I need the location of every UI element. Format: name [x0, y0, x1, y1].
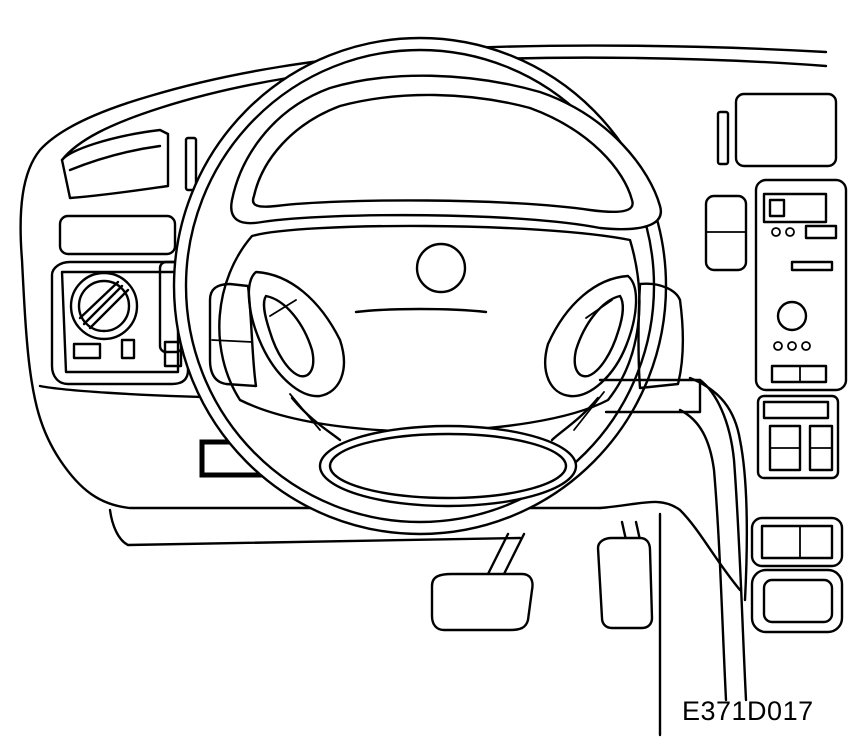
right-switch: [704, 194, 748, 272]
light-switch-knob-icon: [69, 271, 139, 341]
dashboard-body: [19, 44, 828, 602]
climate-control-unit: [756, 394, 840, 480]
audio-unit: [754, 178, 848, 392]
figure-code-label: E371D017: [682, 696, 814, 726]
combination-switch-left: [208, 282, 258, 388]
leader-lines: [658, 378, 748, 737]
left-small-switches: [72, 260, 184, 368]
accelerator-pedal-icon: [596, 520, 654, 630]
brake-pedal-icon: [430, 532, 534, 632]
center-vent: [716, 92, 838, 168]
combination-switch-right: [598, 282, 702, 414]
steering-wheel-icon: [172, 36, 668, 536]
lower-center-console: [750, 516, 844, 634]
